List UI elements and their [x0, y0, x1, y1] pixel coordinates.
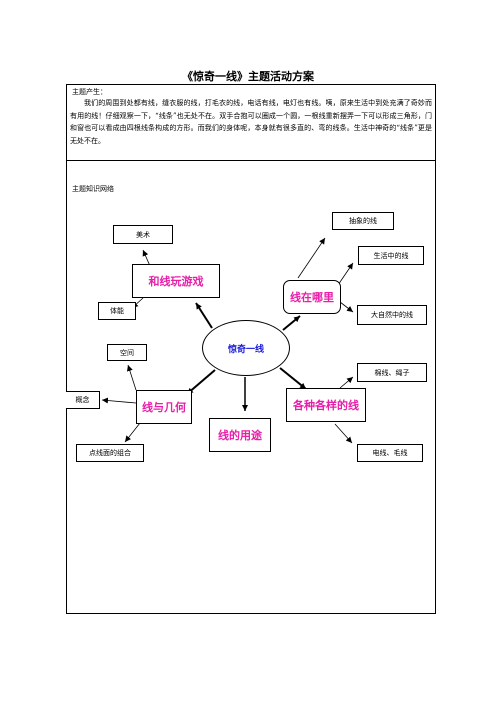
hub-geometry: 线与几何 — [136, 390, 192, 424]
arrow-where-nature — [339, 301, 354, 313]
hub-play: 和线玩游戏 — [132, 264, 220, 298]
arrow-geometry-space — [126, 364, 137, 391]
leaf-nature: 大自然中的线 — [357, 305, 427, 325]
plan-table — [66, 84, 436, 614]
leaf-space: 空间 — [107, 344, 147, 361]
arrow-geometry-combo — [124, 422, 141, 443]
arrow-kinds-wire — [334, 423, 353, 444]
leaf-concept: 概念 — [66, 391, 100, 409]
arrow-where-abstract — [297, 237, 326, 279]
leaf-wire: 电线、毛线 — [357, 444, 423, 462]
arrow-kinds-rope — [339, 376, 354, 389]
network-label: 主题知识网络 — [72, 185, 114, 193]
origin-label: 主题产生： — [72, 88, 107, 96]
arrow-center-play — [195, 302, 213, 329]
arrow-play-art — [142, 249, 151, 267]
hub-where: 线在哪里 — [283, 280, 341, 314]
page-title: 《惊奇一线》主题活动方案 — [182, 70, 314, 83]
hub-kinds: 各种各样的线 — [286, 388, 366, 422]
arrow-center-kinds — [279, 367, 307, 390]
leaf-combo: 点线面的组合 — [76, 444, 144, 462]
leaf-life: 生活中的线 — [358, 246, 424, 265]
hub-use: 线的用途 — [209, 418, 271, 452]
leaf-abstract: 抽象的线 — [332, 212, 394, 230]
arrow-center-where — [282, 315, 301, 331]
network-center: 惊奇一线 — [202, 320, 290, 376]
arrow-geometry-concept — [101, 397, 137, 404]
table-divider — [66, 160, 436, 161]
arrow-where-life — [337, 262, 354, 286]
origin-text: 我们的周围到处都有线，缝衣服的线，打毛衣的线，电话有线，电灯也有线。咦，原来生活… — [70, 99, 432, 145]
leaf-sports: 体能 — [98, 302, 136, 320]
leaf-art: 美术 — [113, 225, 173, 244]
leaf-rope: 棉线、绳子 — [357, 363, 427, 382]
